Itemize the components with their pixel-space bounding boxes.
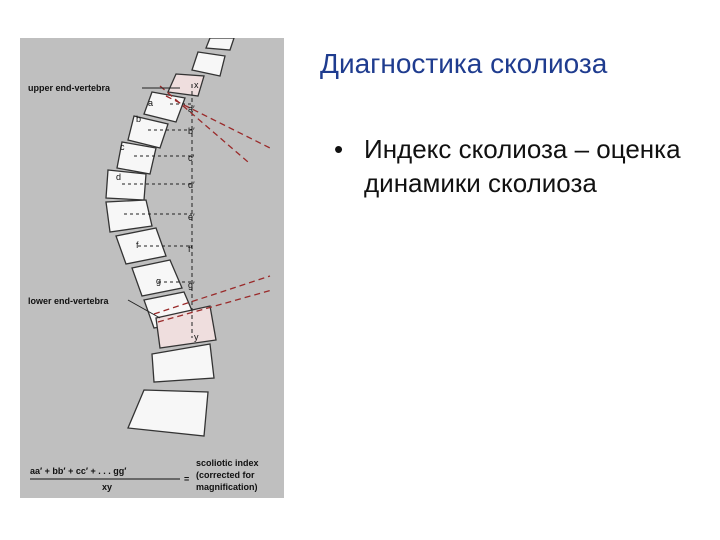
point-label-f-prime: f′: [188, 244, 193, 254]
point-labels: x a a′ b b′ c c′ d d′ e′ f f′ g g′ y: [116, 80, 199, 342]
point-label-c-prime: c′: [188, 153, 195, 163]
vertebra: [191, 51, 226, 77]
slide-title: Диагностика сколиоза: [320, 48, 608, 79]
point-label-c: c: [120, 142, 125, 152]
upper-end-vertebra-body: [167, 73, 205, 97]
point-label-d: d: [116, 172, 121, 182]
point-label-g-prime: g′: [188, 280, 195, 290]
bullet-text: Индекс сколиоза – оценка динамики сколио…: [364, 134, 681, 198]
lower-angle-line-1: [153, 275, 271, 315]
vertebra: [131, 259, 183, 297]
point-label-a-prime: a′: [188, 104, 195, 114]
vertebra: [116, 141, 157, 175]
formula-result-line1: scoliotic index: [196, 458, 259, 468]
end-vertebra-angle-lines: [153, 85, 273, 323]
formula-numerator: aa′ + bb′ + cc′ + . . . gg′: [30, 466, 126, 476]
vertebra: [127, 115, 169, 149]
deviation-lines: [122, 103, 192, 283]
vertebra: [143, 91, 186, 123]
vertebra: [105, 199, 153, 233]
point-label-e-prime: e′: [188, 212, 195, 222]
upper-end-vertebra-label: upper end-vertebra: [28, 83, 111, 93]
lower-label-pointer: [127, 299, 161, 319]
lower-end-vertebra-label: lower end-vertebra: [28, 296, 110, 306]
scoliosis-index-diagram: upper end-vertebra lower end-vertebra x …: [20, 38, 284, 498]
point-label-b-prime: b′: [188, 126, 195, 136]
point-label-a: a: [148, 98, 153, 108]
vertebrae: [105, 38, 235, 437]
point-label-g: g: [156, 276, 161, 286]
scoliotic-index-formula: aa′ + bb′ + cc′ + . . . gg′ xy = scoliot…: [30, 458, 259, 492]
vertebra: [127, 389, 209, 437]
point-label-x: x: [194, 80, 199, 90]
point-label-y: y: [194, 332, 199, 342]
point-label-b: b: [136, 114, 141, 124]
point-label-f: f: [136, 240, 139, 250]
vertebra: [105, 169, 147, 201]
formula-result-line2: (corrected for: [196, 470, 255, 480]
formula-denominator: xy: [102, 482, 112, 492]
bullet-item: • Индекс сколиоза – оценка динамики скол…: [334, 132, 694, 200]
formula-equals: =: [184, 474, 189, 484]
formula-result-line3: magnification): [196, 482, 258, 492]
point-label-d-prime: d′: [188, 180, 195, 190]
bullet-marker: •: [334, 134, 344, 164]
vertebra: [151, 343, 215, 383]
vertebra: [205, 38, 235, 51]
bullet-list: • Индекс сколиоза – оценка динамики скол…: [334, 132, 694, 200]
